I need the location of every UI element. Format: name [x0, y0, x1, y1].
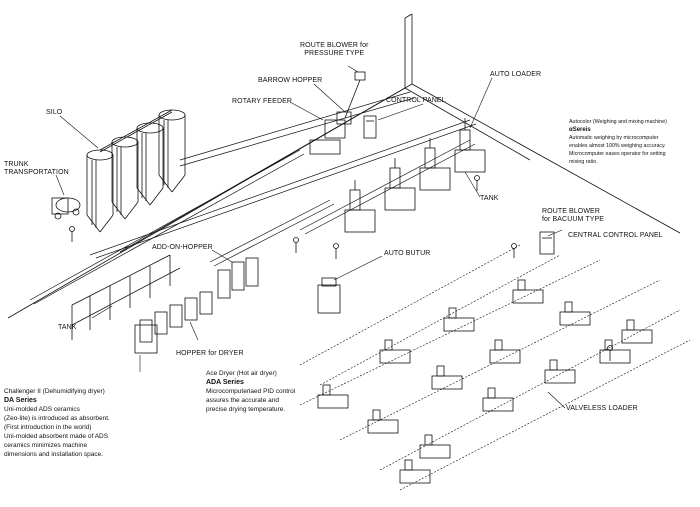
central-control-panel-label: CENTRAL CONTROL PANEL — [568, 232, 663, 239]
autocolor-line-4: mixing ratio. — [569, 159, 598, 165]
add-on-hopper-label: ADD-ON-HOPPER — [152, 244, 213, 251]
auto-butur-unit — [317, 277, 341, 314]
challenger-line-6: dimensions and installation space. — [4, 451, 104, 458]
main-pipes — [29, 91, 477, 305]
distribution-piping — [299, 244, 691, 491]
valveless-loader-label: VALVELESS LOADER — [566, 405, 638, 412]
trunk-transportation-label: TRUNK TRANSPORTATION — [4, 161, 69, 176]
challenger-title: Challenger II (Dehumidifying dryer) — [4, 388, 105, 395]
challenger-line-5: ceramics minimizes machine — [4, 442, 88, 449]
molding-machines-upper — [344, 118, 486, 233]
dryer-bank — [134, 257, 259, 354]
operator-figures — [69, 175, 613, 361]
route-blower-vacuum-label: ROUTE BLOWER for BACUUM TYPE — [542, 208, 605, 223]
silos — [86, 109, 186, 233]
silo-label: SILO — [46, 109, 63, 116]
building-wall — [7, 13, 681, 319]
rotary-feeder-label: ROTARY FEEDER — [232, 98, 293, 105]
autocolor-title: Autocolor (Weighing and mixing machine) — [569, 119, 667, 125]
tank-lower-label: TANK — [58, 324, 77, 331]
auto-butur-label: AUTO BUTUR — [384, 250, 431, 257]
autocolor-line-1: Automatic weighing by microcomputer — [569, 135, 659, 141]
truck — [51, 197, 81, 220]
control-panel-cabinet — [363, 115, 377, 139]
challenger-line-1: Uni-molded ADS ceramics — [4, 406, 80, 413]
autocolor-note: Autocolor (Weighing and mixing machine) … — [569, 118, 667, 166]
tank-racks — [71, 254, 181, 340]
auto-loader-label: AUTO LOADER — [490, 71, 542, 78]
challenger-line-4: Uni-molded absorbent made of ADS — [4, 433, 109, 440]
ace-dryer-note: Ace Dryer (Hot air dryer) ADA Series Mic… — [206, 369, 295, 414]
leader-lines — [55, 65, 566, 409]
challenger-line-3: (First introduction in the world) — [4, 424, 92, 431]
control-panel-label: CONTROL PANEL — [386, 97, 446, 104]
tank-upper-label: TANK — [480, 195, 499, 202]
autocolor-line-3: Microcomputer eases operator for setting — [569, 151, 666, 157]
ace-line-2: assures the accurate and — [206, 397, 279, 404]
barrow-hopper-label: BARROW HOPPER — [258, 77, 323, 84]
route-blower-pressure-label: ROUTE BLOWER for PRESSURE TYPE — [300, 42, 369, 57]
ace-title: Ace Dryer (Hot air dryer) — [206, 370, 277, 377]
rotary-feeder-unit — [309, 71, 366, 155]
autocolor-line-2: enables almost 100% weighing accuracy. — [569, 143, 666, 149]
challenger-note: Challenger II (Dehumidifying dryer) DA S… — [4, 387, 110, 459]
hopper-for-dryer-label: HOPPER for DRYER — [176, 350, 244, 357]
ace-series: ADA Series — [206, 379, 244, 386]
challenger-line-2: (Zeo-lite) is introduced as absorbent. — [4, 415, 110, 422]
autocolor-series: αSereis — [569, 127, 591, 133]
molding-machines-lower — [317, 279, 653, 484]
challenger-series: DA Series — [4, 397, 37, 404]
central-control-cabinet — [539, 231, 555, 255]
ace-line-1: Microcomputerlaed PID control — [206, 388, 296, 395]
ace-line-3: precise drying temperature. — [206, 406, 286, 413]
